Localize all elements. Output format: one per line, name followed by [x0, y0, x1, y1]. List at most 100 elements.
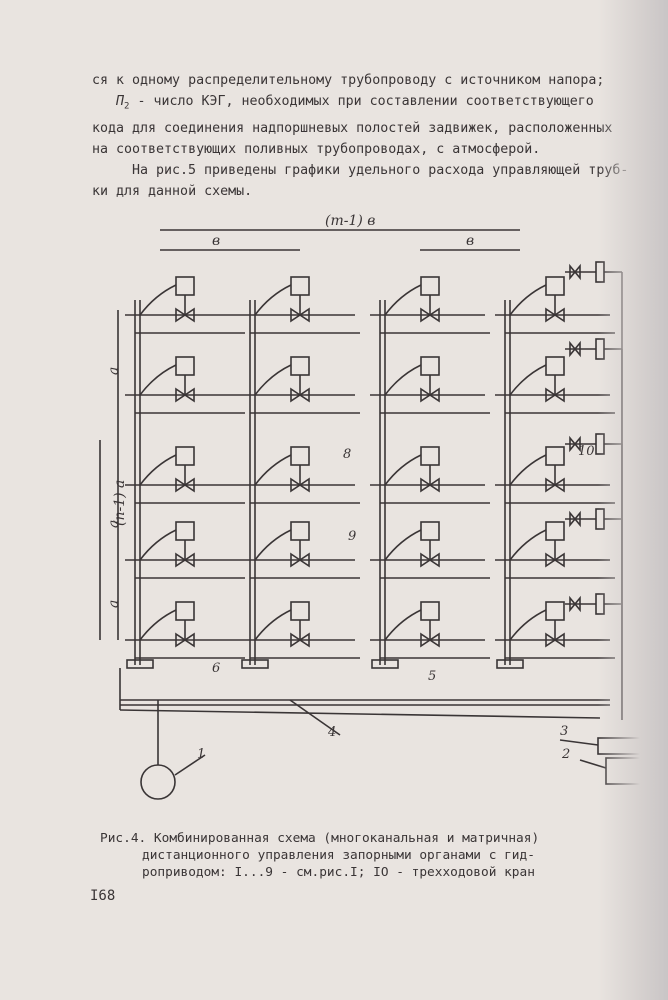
actuator-box: [175, 446, 195, 466]
dim-label-b2: в: [466, 233, 474, 249]
valve-icon: [290, 552, 310, 568]
three-way-crane-icon: [569, 340, 581, 358]
actuator-box: [175, 521, 195, 541]
control-tube: [509, 529, 547, 561]
text-line: П2 - число КЭГ, необходимых при составле…: [92, 91, 652, 118]
actuator-box: [175, 601, 195, 621]
valve-icon: [545, 307, 565, 323]
actuator-box: [545, 521, 565, 541]
actuator-box: [290, 276, 310, 296]
leader-line: [174, 754, 206, 776]
text-line: ки для данной схемы.: [92, 183, 253, 199]
page-edge-shadow: [598, 0, 668, 1000]
text-fragment: - число КЭГ, необходимых при составлении…: [129, 94, 594, 109]
actuator-box: [420, 276, 440, 296]
valve-icon: [175, 632, 195, 648]
control-tube: [509, 454, 547, 486]
control-tube: [139, 284, 177, 316]
actuator-box: [290, 601, 310, 621]
actuator-box: [290, 356, 310, 376]
actuator-box: [175, 276, 195, 296]
control-tube: [384, 609, 422, 641]
actuator-box: [175, 356, 195, 376]
valve-icon: [420, 477, 440, 493]
dim-label-a1: а: [106, 367, 122, 375]
dim-label-b1: в: [212, 233, 220, 249]
dim-label-n: (n-1) а: [112, 480, 128, 526]
pressure-source-circle: [140, 764, 176, 800]
control-tube: [254, 529, 292, 561]
valve-icon: [545, 632, 565, 648]
valve-icon: [290, 477, 310, 493]
valve-icon: [545, 387, 565, 403]
actuator-box: [420, 601, 440, 621]
three-way-crane-icon: [569, 510, 581, 528]
text-line: ся к одному распределительному трубопров…: [92, 73, 605, 88]
manifold-pipe: [119, 709, 601, 719]
manifold-flange: [496, 659, 524, 669]
actuator-box: [290, 521, 310, 541]
actuator-box: [420, 521, 440, 541]
manifold-flange: [241, 659, 269, 669]
callout-1: 1: [197, 747, 205, 762]
three-way-crane-icon: [569, 595, 581, 613]
valve-icon: [420, 552, 440, 568]
callout-10: 10: [578, 444, 595, 459]
valve-icon: [420, 387, 440, 403]
control-tube: [139, 454, 177, 486]
manifold-flange: [371, 659, 399, 669]
valve-icon: [175, 552, 195, 568]
manifold-flange: [126, 659, 154, 669]
actuator-box: [545, 276, 565, 296]
symbol-n: П: [116, 94, 125, 109]
control-tube: [139, 609, 177, 641]
text-line: кода для соединения надпоршневых полосте…: [92, 120, 613, 136]
control-tube: [509, 284, 547, 316]
caption-line: роприводом: I...9 - см.рис.I; IO - трехх…: [142, 865, 535, 880]
callout-4: 4: [327, 725, 336, 740]
symbol-subscript: 2: [124, 101, 130, 112]
actuator-box: [420, 446, 440, 466]
bundle-line: [289, 699, 341, 736]
control-tube: [509, 609, 547, 641]
callout-8: 8: [343, 447, 351, 462]
valve-icon: [175, 477, 195, 493]
control-tube: [384, 284, 422, 316]
valve-icon: [420, 632, 440, 648]
control-tube: [254, 364, 292, 396]
page-number: I68: [90, 888, 116, 904]
leader-line: [559, 739, 599, 746]
control-tube: [254, 454, 292, 486]
dim-label-a2: а: [106, 520, 122, 528]
three-way-crane-icon: [569, 435, 581, 453]
actuator-box: [290, 446, 310, 466]
control-tube: [384, 454, 422, 486]
valve-icon: [290, 307, 310, 323]
actuator-box: [545, 446, 565, 466]
control-tube: [254, 284, 292, 316]
actuator-box: [545, 356, 565, 376]
caption-line: Рис.4. Комбинированная схема (многоканал…: [100, 831, 540, 846]
actuator-box: [420, 356, 440, 376]
callout-3: 3: [560, 724, 568, 739]
dim-label-m: (m-1) в: [325, 213, 375, 229]
control-tube: [254, 609, 292, 641]
three-way-crane-icon: [569, 263, 581, 281]
control-tube: [384, 364, 422, 396]
dim-label-a3: а: [106, 600, 122, 608]
caption-line: дистанционного управления запорными орга…: [142, 848, 535, 863]
control-tube: [139, 364, 177, 396]
valve-icon: [545, 477, 565, 493]
valve-icon: [290, 387, 310, 403]
callout-5: 5: [428, 669, 436, 684]
valve-icon: [175, 307, 195, 323]
body-text: ся к одному распределительному трубопров…: [92, 70, 652, 202]
control-tube: [139, 529, 177, 561]
control-tube: [384, 529, 422, 561]
figure-caption: Рис.4. Комбинированная схема (многоканал…: [100, 830, 640, 881]
valve-icon: [290, 632, 310, 648]
control-tube: [509, 364, 547, 396]
callout-9: 9: [348, 529, 356, 544]
valve-icon: [175, 387, 195, 403]
callout-6: 6: [212, 661, 220, 676]
